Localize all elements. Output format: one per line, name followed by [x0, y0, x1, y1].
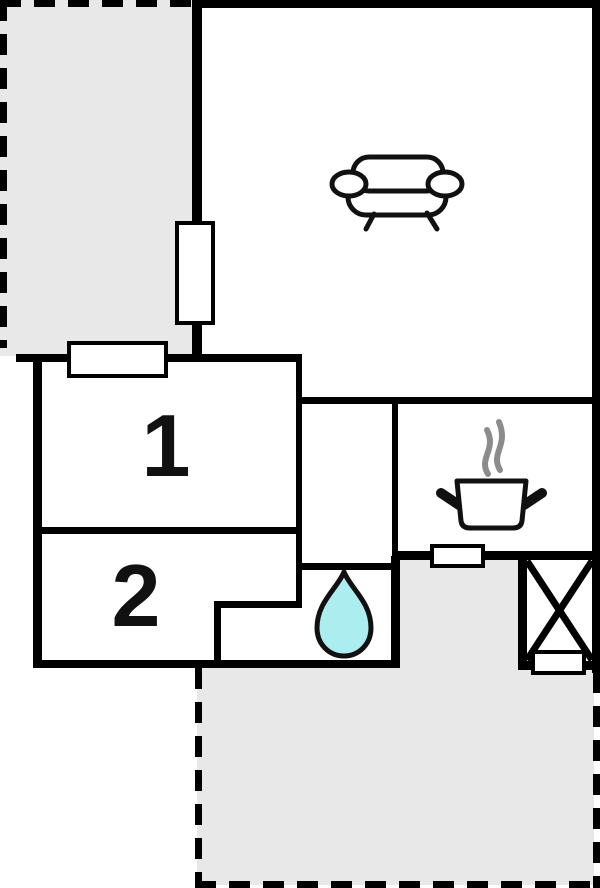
pot-handle-left — [436, 488, 464, 510]
wall-terrace-divider-upper — [192, 0, 202, 228]
terrace-top-fill — [0, 0, 195, 356]
wall-livingroom-bottom — [296, 397, 592, 404]
terrace-bottom — [195, 558, 600, 888]
wall-hall-kitchen-divider — [392, 404, 398, 560]
sofa-armrest-right — [425, 169, 465, 199]
pot-handle-right — [519, 488, 547, 510]
steam-right — [494, 419, 505, 473]
wall-right-exterior — [592, 0, 600, 673]
bedroom-1-label: 1 — [142, 396, 191, 495]
wall-shower-step-top — [214, 601, 302, 608]
sofa-leg-right — [424, 210, 440, 232]
sofa-icon — [329, 154, 465, 232]
wall-shower-step-left — [214, 601, 221, 664]
wall-shower-top — [296, 563, 400, 570]
crossed-box-icon — [524, 559, 595, 662]
wall-terrace-divider-lower — [192, 318, 202, 362]
openings — [67, 221, 586, 675]
wall-bedrooms-right — [296, 358, 302, 605]
sofa-armrest-left — [329, 169, 369, 199]
cooking-pot-icon — [436, 419, 547, 531]
steam-left — [482, 427, 493, 477]
window-livingroom-left — [175, 221, 215, 325]
wall-bedroom-divider — [42, 527, 296, 534]
terrace-top — [0, 0, 195, 356]
door-kitchen-terrace — [430, 544, 485, 568]
wall-left-exterior — [33, 354, 42, 668]
wall-top-exterior — [192, 0, 600, 8]
crossed-box-diagonal-2 — [524, 559, 595, 662]
wall-kitchen-bottom — [392, 551, 600, 560]
window-bedroom1-top — [67, 341, 168, 378]
sofa-leg-left — [363, 211, 377, 232]
wall-shower-right — [391, 556, 400, 668]
wall-storage-left — [518, 560, 527, 670]
terrace-bottom-fill-main — [197, 662, 594, 885]
pot-body — [454, 478, 529, 531]
window-storage-bottom — [531, 650, 586, 675]
terrace-bottom-fill-upper — [400, 558, 518, 666]
water-drop-icon — [314, 569, 374, 659]
bedroom-2-label: 2 — [112, 546, 161, 645]
